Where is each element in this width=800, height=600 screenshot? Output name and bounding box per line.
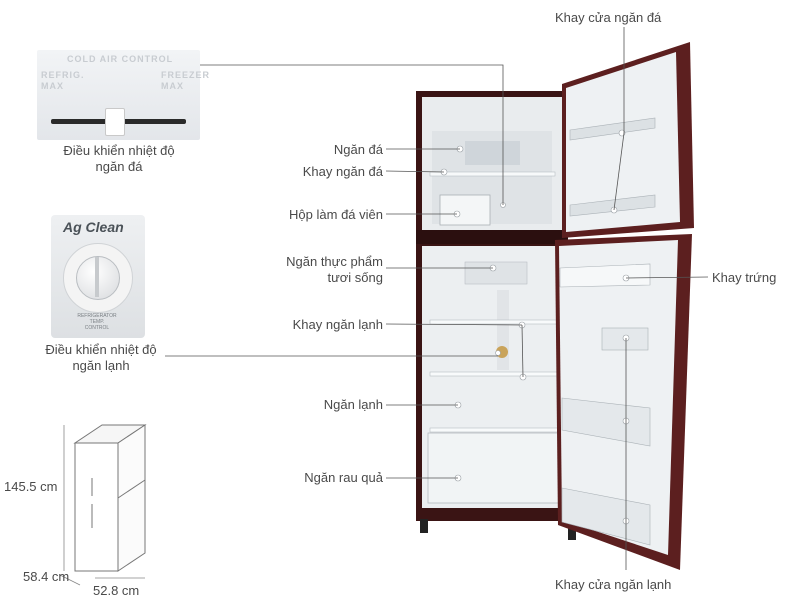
freezer-shelf xyxy=(429,171,556,177)
freezer-vent xyxy=(465,141,520,165)
fridge-door-shelf-2 xyxy=(561,487,651,546)
dot-fridge-control xyxy=(495,350,501,356)
dial-grip xyxy=(95,257,99,297)
fridge-shelf-1 xyxy=(429,319,559,325)
fridge-shelf-3 xyxy=(429,427,559,433)
freezer-control-caption-line2: ngăn đá xyxy=(95,159,143,174)
label-ice-maker-box: Hộp làm đá viên xyxy=(289,207,383,222)
label-fresh-food-line2: tươi sống xyxy=(327,270,383,285)
label-freezer-door-tray: Khay cửa ngăn đá xyxy=(555,10,662,25)
fridge-door-shelf-1 xyxy=(561,397,651,447)
compartment-divider xyxy=(416,230,568,244)
label-egg-tray: Khay trứng xyxy=(712,270,777,285)
freezer-door-shelf-1 xyxy=(569,117,656,141)
fridge-control-caption-line1: Điều khiển nhiệt độ xyxy=(45,342,157,357)
panel-text-top: COLD AIR CONTROL xyxy=(67,54,174,64)
dial-text: REFRIGERATOR TEMP. CONTROL xyxy=(77,313,117,331)
label-crisper: Ngăn rau quả xyxy=(304,470,383,485)
height-dimension: 145.5 cm xyxy=(4,479,58,494)
foot-left xyxy=(420,519,428,533)
fridge-door-liner xyxy=(559,240,678,555)
freezer-door-shelf-2 xyxy=(569,194,656,217)
ag-clean-logo: Ag Clean xyxy=(63,219,124,235)
foot-right xyxy=(568,522,576,540)
crisper-drawer xyxy=(427,432,561,504)
panel-text-left: REFRIG. MAX xyxy=(41,70,85,91)
label-freezer: Ngăn đá xyxy=(333,142,383,157)
panel-text-right: FREEZER MAX xyxy=(161,70,211,91)
depth-dimension: 58.4 cm xyxy=(23,569,70,584)
label-fridge-door-tray: Khay cửa ngăn lạnh xyxy=(555,577,672,592)
fridge-control-photo: Ag Clean REFRIGERATOR TEMP. CONTROL xyxy=(51,215,145,338)
width-dimension: 52.8 cm xyxy=(93,583,140,598)
ice-maker-box xyxy=(439,194,491,226)
fridge-control-caption-line2: ngăn lạnh xyxy=(72,358,130,373)
freezer-control-caption: Điều khiển nhiệt độ ngăn đá xyxy=(36,143,202,175)
label-fresh-food-line1: Ngăn thực phẩm xyxy=(286,254,383,269)
egg-tray xyxy=(559,263,651,288)
label-fridge-tray: Khay ngăn lạnh xyxy=(292,317,383,332)
fridge-shelf-2 xyxy=(429,371,559,377)
leader-lines xyxy=(165,27,709,570)
air-duct xyxy=(497,290,509,370)
label-freezer-tray: Khay ngăn đá xyxy=(302,164,383,179)
slider-knob xyxy=(105,108,125,136)
fresh-food-unit xyxy=(464,261,528,285)
fridge-control-caption: Điều khiển nhiệt độ ngăn lạnh xyxy=(26,342,176,374)
label-fridge-compartment: Ngăn lạnh xyxy=(323,397,383,412)
freezer-control-photo: COLD AIR CONTROL REFRIG. MAX FREEZER MAX xyxy=(37,50,211,140)
freezer-control-caption-line1: Điều khiển nhiệt độ xyxy=(63,143,175,158)
label-fresh-food: Ngăn thực phẩm tươi sống xyxy=(250,254,383,286)
